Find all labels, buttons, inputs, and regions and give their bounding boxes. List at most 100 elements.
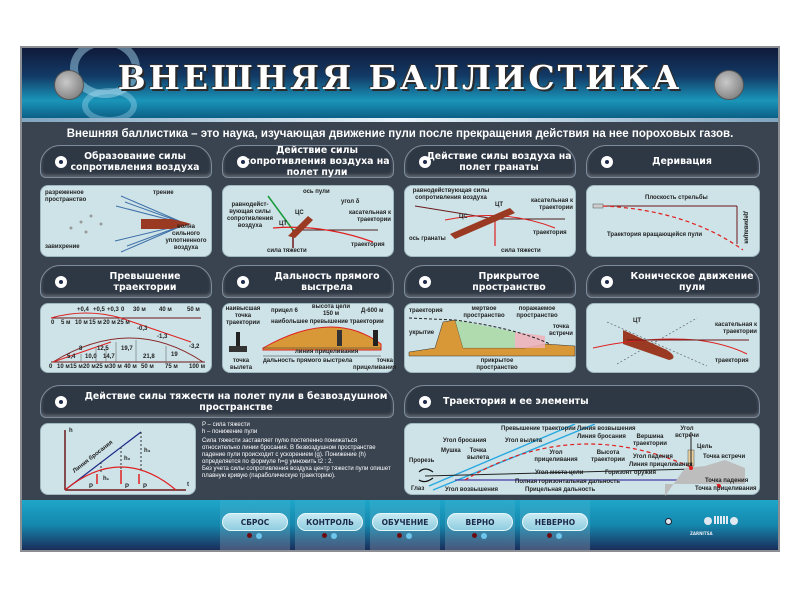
label: Угол места цели: [535, 470, 584, 476]
gravity-explanation: P – сила тяжести h – понижение пули Сила…: [202, 422, 392, 480]
label: Плоскость стрельбы: [645, 195, 708, 201]
panel-title: Образование силы сопротивления воздуха: [70, 150, 200, 173]
panel-header-gravity[interactable]: Действие силы тяжести на полет пули в бе…: [40, 385, 394, 418]
label: укрытие: [409, 330, 435, 336]
label: h₁: [103, 476, 110, 482]
label: мертвое пространство: [463, 306, 505, 319]
panel-header-air-resistance[interactable]: Образование силы сопротивления воздуха: [40, 145, 212, 178]
label: 20 м: [83, 364, 96, 370]
panel-header-grenade[interactable]: Действие силы воздуха на полет гранаты: [404, 145, 576, 178]
label: 19: [171, 352, 178, 358]
label: разреженное пространство: [45, 190, 87, 203]
panel-header-covered-space[interactable]: Прикрытое пространство: [404, 265, 576, 298]
gravity-drawing: [64, 430, 186, 491]
derivation-drawing: [592, 203, 744, 251]
panel-header-conical-motion[interactable]: Коническое движение пули: [586, 265, 760, 298]
poster-header: ВНЕШНЯЯ БАЛЛИСТИКА: [22, 48, 778, 118]
label: Угол падения: [633, 454, 673, 460]
training-button[interactable]: ОБУЧЕНИЕ: [372, 513, 438, 531]
diagram-air-resistance: разреженное пространство трение завихрен…: [40, 185, 212, 257]
trajectory-elements-drawing: [418, 424, 745, 496]
label: сила тяжести: [501, 248, 541, 254]
label: линия прицеливания: [295, 349, 359, 355]
indicator-light: [481, 533, 487, 539]
label: 30 м: [109, 364, 122, 370]
label: Высота траектории: [591, 450, 625, 463]
label: поражаемое пространство: [516, 306, 558, 319]
text-paragraph: Без учета силы сопротивления воздуха цен…: [202, 466, 391, 479]
radio-icon: [237, 276, 249, 288]
label: 75 м: [165, 364, 178, 370]
label: сила тяжести: [267, 248, 307, 254]
radio-icon: [419, 276, 431, 288]
text-line: h – понижение пули: [202, 429, 258, 435]
label: Прорезь: [409, 458, 435, 464]
label: Превышение траектории: [501, 426, 576, 432]
label: Линия бросания: [577, 434, 626, 440]
panel-header-trajectory-elements[interactable]: Траектория и ее элементы: [404, 385, 760, 418]
label: Линия прицеливания: [629, 462, 693, 468]
label: 0: [51, 320, 55, 326]
label: наибольшее превышение траектории: [271, 319, 384, 325]
label: Глаз: [411, 486, 425, 492]
indicator-light: [547, 533, 552, 538]
panel-header-trajectory-excess[interactable]: Превышение траектории: [40, 265, 212, 298]
label: 25 м: [117, 320, 130, 326]
covered-space-drawing: [408, 317, 576, 357]
panel-header-direct-shot[interactable]: Дальность прямого выстрела: [222, 265, 394, 298]
label: 8: [79, 346, 83, 352]
divider: [22, 118, 778, 122]
label: Угол бросания: [443, 438, 487, 444]
label: ЦТ: [633, 318, 642, 324]
label: 12,5: [97, 346, 109, 352]
label: 40 м: [124, 364, 137, 370]
label: Вершина траектории: [633, 434, 667, 447]
label: Горизонт оружия: [605, 470, 656, 476]
label: t: [187, 482, 189, 488]
volume-up-button[interactable]: [730, 517, 738, 525]
incorrect-button[interactable]: НЕВЕРНО: [522, 513, 588, 531]
panel-title: Траектория и ее элементы: [443, 396, 589, 407]
label: 5,4: [67, 354, 76, 360]
magnifier-decoration: [82, 88, 137, 118]
volume-level-icon: [714, 516, 728, 524]
volume-down-button[interactable]: [704, 517, 712, 525]
label: ось гранаты: [409, 236, 446, 242]
indicator-light: [406, 533, 412, 539]
label: завихрение: [45, 244, 80, 250]
label: +0,4: [77, 307, 89, 313]
label: угол δ: [341, 199, 360, 205]
label: 15 м: [70, 364, 83, 370]
label: Мушка: [441, 448, 461, 454]
diagram-covered-space: траектория мертвое пространство поражаем…: [404, 303, 576, 373]
panel-header-derivation[interactable]: Деривация: [586, 145, 760, 178]
radio-icon: [419, 396, 431, 408]
label: высота цели 150 м: [311, 304, 351, 317]
label: 5 м: [61, 320, 71, 326]
trajectory-excess-drawing: [50, 312, 205, 363]
label: 14,7: [103, 354, 115, 360]
label: -1,3: [157, 334, 168, 340]
reset-button[interactable]: СБРОС: [222, 513, 288, 531]
label: равнодействующая силы сопротивления возд…: [412, 188, 490, 201]
label: Точка падения: [705, 478, 749, 484]
panel-title: Деривация: [652, 156, 712, 167]
label: точка прицеливания: [353, 358, 397, 371]
label: -3,2: [189, 344, 200, 350]
diagram-conical-motion: ЦТ касательная к траектории траектория: [586, 303, 760, 373]
panel-title: Действие силы тяжести на полет пули в бе…: [84, 390, 388, 413]
label: Полная горизонтальная дальность: [515, 479, 621, 485]
correct-button[interactable]: ВЕРНО: [447, 513, 513, 531]
label: прикрытое пространство: [476, 358, 518, 371]
radio-icon: [55, 156, 67, 168]
label: 21,8: [143, 354, 155, 360]
control-button[interactable]: КОНТРОЛЬ: [297, 513, 363, 531]
power-button[interactable]: [665, 518, 672, 525]
label: 30 м: [133, 307, 146, 313]
label: +0,3: [107, 307, 119, 313]
radio-icon: [601, 276, 613, 288]
panel-header-air-resistance-bullet[interactable]: Действие силы сопротивления воздуха на п…: [222, 145, 394, 178]
label: касательная к траектории: [349, 210, 391, 223]
diagram-trajectory-excess: +0,4 +0,5 +0,3 0 0 5 м 10 м 15 м 20 м 25…: [40, 303, 212, 373]
training-control: ОБУЧЕНИЕ: [370, 500, 440, 550]
